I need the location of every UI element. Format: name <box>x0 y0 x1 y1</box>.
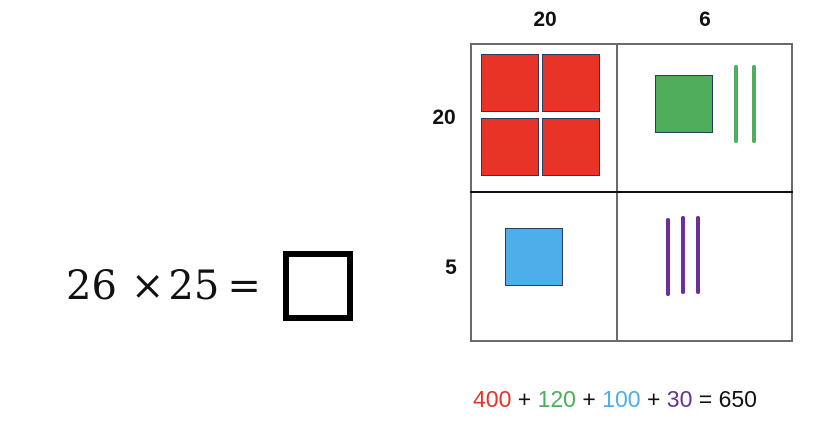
multiplication-equation: 26 × 25 = <box>66 250 353 322</box>
plus-sign: + <box>517 386 532 412</box>
plus-sign: + <box>646 386 661 412</box>
partial-product-120: 120 <box>537 386 576 412</box>
sum-total: 650 <box>718 386 757 412</box>
grid-horizontal-divider <box>470 191 793 193</box>
tens-bar-green <box>752 65 756 143</box>
partial-product-30: 30 <box>666 386 693 412</box>
partial-product-100: 100 <box>602 386 641 412</box>
hundred-square-red <box>481 118 539 176</box>
partial-products-sum: 400 + 120 + 100 + 30 = 650 <box>473 386 757 413</box>
hundred-square-red <box>481 54 539 112</box>
tens-bar-purple <box>696 216 700 294</box>
hundred-square-red <box>542 54 600 112</box>
tens-bar-purple <box>681 216 685 294</box>
row-label-ones: 5 <box>445 256 457 279</box>
plus-sign: + <box>582 386 596 412</box>
times-sign: × <box>130 263 165 309</box>
equals-sign: = <box>698 386 713 412</box>
tens-bar-purple <box>666 218 670 296</box>
partial-product-400: 400 <box>473 386 512 412</box>
equals-sign: = <box>227 263 261 309</box>
factor-b: 25 <box>168 263 220 309</box>
tens-bar-green <box>734 65 738 143</box>
row-label-tens: 20 <box>432 106 456 129</box>
hundred-square-blue <box>505 228 563 286</box>
hundred-square-red <box>542 118 600 176</box>
factor-a: 26 <box>66 263 117 309</box>
answer-box[interactable] <box>282 251 353 321</box>
hundred-square-green <box>655 75 713 133</box>
column-label-ones: 6 <box>699 8 711 31</box>
column-label-tens: 20 <box>533 8 557 31</box>
